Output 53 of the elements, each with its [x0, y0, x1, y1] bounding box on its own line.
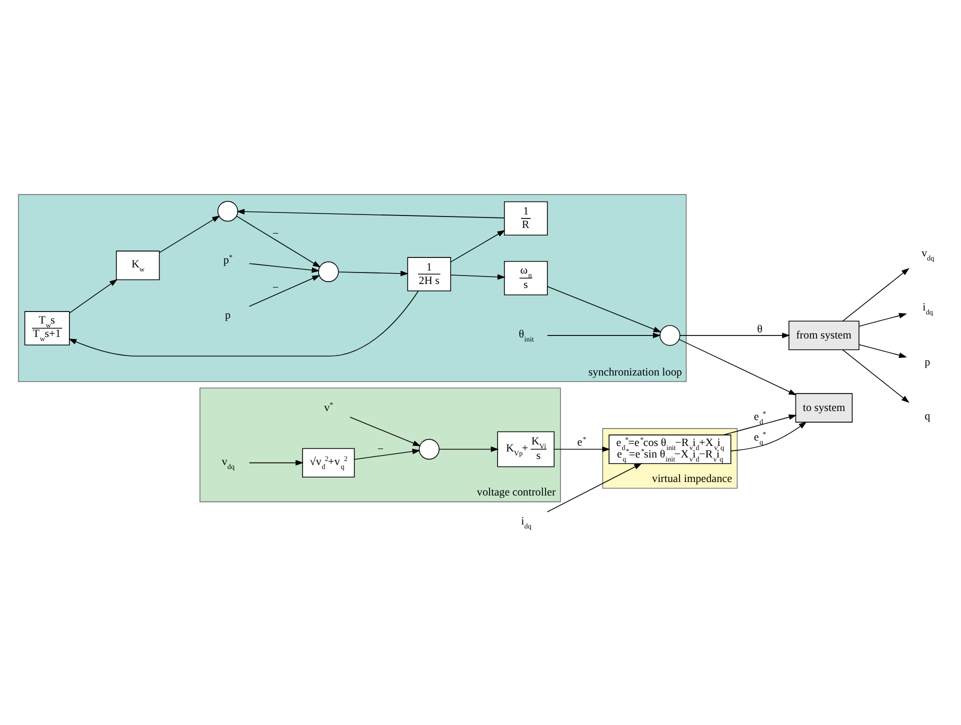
- edge-label: −: [377, 444, 384, 456]
- node-text: v$^{*}$: [324, 400, 334, 414]
- arrow: [248, 460, 304, 466]
- arrow: [450, 274, 506, 280]
- edge-label: θ: [757, 323, 762, 336]
- node-text: θ$_{init}$: [518, 328, 534, 344]
- node-text: p: [224, 309, 231, 322]
- node-circle: [217, 200, 238, 222]
- arrow: [338, 270, 409, 276]
- arrow: [546, 463, 642, 512]
- arrow: [858, 344, 908, 358]
- edge-label: −: [272, 282, 279, 294]
- arrow: [730, 422, 807, 452]
- arrow: [680, 332, 790, 338]
- node-box: T$_{w}$s T$_{w}$s+1: [24, 311, 70, 346]
- arrow: [842, 349, 910, 403]
- arrow: [236, 216, 321, 268]
- node-box: e$_{d}$$^{*}$=e$^{*}$cos θ$_{init}$−R$_{v}$i$_{d}$+X$_{v}$i$_{q}$ e$_{q}$$^{*}$=e$^{*}$sin θ$_{init}$−X$_{v}$i$_{d}$−R$_{v}$i$_{q}$: [608, 434, 732, 464]
- node-circle: [318, 261, 339, 282]
- arrow: [236, 208, 505, 218]
- arrow: [842, 268, 910, 322]
- node-box: 1 2H s: [407, 257, 452, 292]
- node-box: from system: [788, 320, 860, 350]
- arrow: [546, 332, 661, 338]
- edge-label: e$^{*}$: [577, 435, 586, 448]
- arrow: [439, 446, 499, 452]
- node-text: i$_{dq}$: [521, 516, 532, 531]
- arrow: [158, 216, 220, 254]
- arrow: [554, 446, 610, 452]
- node-circle: [660, 325, 680, 346]
- arrow: [248, 275, 320, 307]
- arrow: [248, 263, 320, 273]
- arrow: [69, 279, 118, 314]
- arrow: [546, 286, 662, 332]
- node-text: q: [924, 410, 930, 423]
- arrow: [723, 414, 797, 436]
- node-text: p$^{*}$: [223, 254, 233, 267]
- node-circle: [418, 438, 440, 460]
- arrow: [350, 416, 421, 446]
- node-box: K$_{w}$: [116, 250, 160, 280]
- node-text: v$_{dq}$: [222, 456, 235, 471]
- node-text: i$_{dq}$: [922, 302, 933, 317]
- node-box: ω$_{n}$ s: [504, 261, 548, 296]
- arrow: [68, 290, 419, 357]
- arrow: [354, 448, 420, 460]
- arrow: [678, 339, 797, 396]
- node-text: v$_{dq}$: [921, 247, 934, 262]
- node-box: 1 R: [504, 201, 548, 236]
- node-box: to system: [795, 393, 853, 423]
- node-text: p: [924, 356, 930, 368]
- arrow: [450, 230, 506, 262]
- edge-label: −: [272, 228, 279, 240]
- arrow: [858, 312, 908, 327]
